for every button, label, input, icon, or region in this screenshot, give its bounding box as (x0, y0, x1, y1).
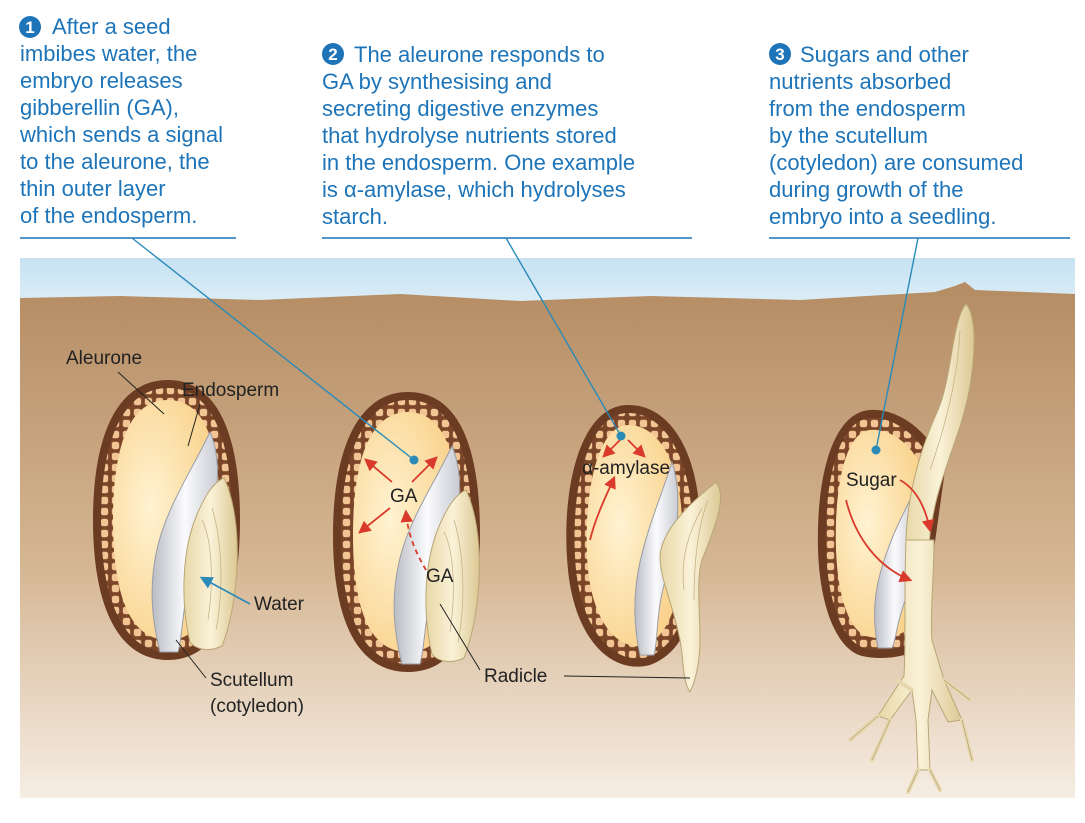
step-2-badge (322, 43, 344, 65)
label-water: Water (254, 594, 305, 615)
seed-2-embryo-detail (443, 519, 464, 643)
seed-3-radicle (659, 481, 722, 693)
label-scutellum: Scutellum (210, 670, 293, 691)
step-1-leader-dot (409, 455, 419, 465)
radicle-pointer-right (563, 675, 691, 679)
soil (20, 282, 1075, 798)
seed-2 (333, 392, 480, 672)
seedling-shoot-detail (929, 329, 961, 471)
step-1-badge (19, 16, 41, 38)
label-endosperm: Endosperm (182, 380, 279, 401)
radicle-pointer-left (439, 603, 481, 671)
amylase-arrow-1 (602, 439, 621, 458)
label-cotyledon: (cotyledon) (210, 696, 304, 717)
seed-1-embryo-detail (201, 507, 222, 631)
step-1-caption: 1 After a seed imbibes water, the embryo… (19, 14, 236, 239)
seed-1-embryo (183, 477, 238, 650)
label-aleurone: Aleurone (66, 348, 142, 369)
step-2-caption: 2 The aleurone responds to GA by synthes… (322, 42, 692, 239)
sugar-arrow-1 (899, 479, 935, 533)
label-radicle: Radicle (484, 666, 547, 687)
water-arrow (199, 576, 251, 605)
seed-2-embryo (425, 489, 480, 662)
endosperm-pointer (187, 403, 201, 447)
step-1-text: After a seed imbibes water, the embryo r… (19, 14, 229, 228)
scutellum-pointer (175, 639, 207, 679)
step-1-leader (131, 237, 415, 461)
step-3-leader-dot (871, 445, 881, 455)
ga-arrow-up-left (364, 458, 393, 483)
step-3-number: 3 (775, 45, 784, 64)
label-ga-upper: GA (390, 486, 418, 507)
step-1-number: 1 (25, 18, 34, 37)
label-alpha-amylase: α-amylase (582, 458, 670, 479)
sugar-arrow-2 (845, 499, 913, 583)
label-ga-lower: GA (426, 566, 454, 587)
step-3-badge (769, 43, 791, 65)
label-sugar: Sugar (846, 470, 897, 491)
step-3-caption: 3 Sugars and other nutrients absorbed fr… (769, 42, 1070, 239)
step-2-leader (505, 237, 622, 437)
amylase-arrow-3 (589, 475, 616, 541)
step-3-leader (875, 237, 919, 451)
step-3-text: Sugars and other nutrients absorbed from… (769, 42, 1029, 229)
step-2-text: The aleurone responds to GA by synthesis… (322, 42, 641, 229)
seed-3-radicle-detail (682, 499, 709, 601)
seed-4 (817, 303, 975, 794)
ga-arrow-down-left (358, 507, 391, 534)
seedling-roots-outline (849, 679, 973, 793)
aleurone-pointer (117, 371, 165, 415)
seed-3 (566, 405, 722, 693)
seed-1 (93, 380, 240, 660)
ga-dashed-arrow (400, 509, 427, 571)
amylase-arrow-2 (627, 439, 646, 458)
ga-arrow-up-right (411, 456, 438, 483)
step-2-leader-dot (616, 431, 626, 441)
step-2-number: 2 (328, 45, 337, 64)
